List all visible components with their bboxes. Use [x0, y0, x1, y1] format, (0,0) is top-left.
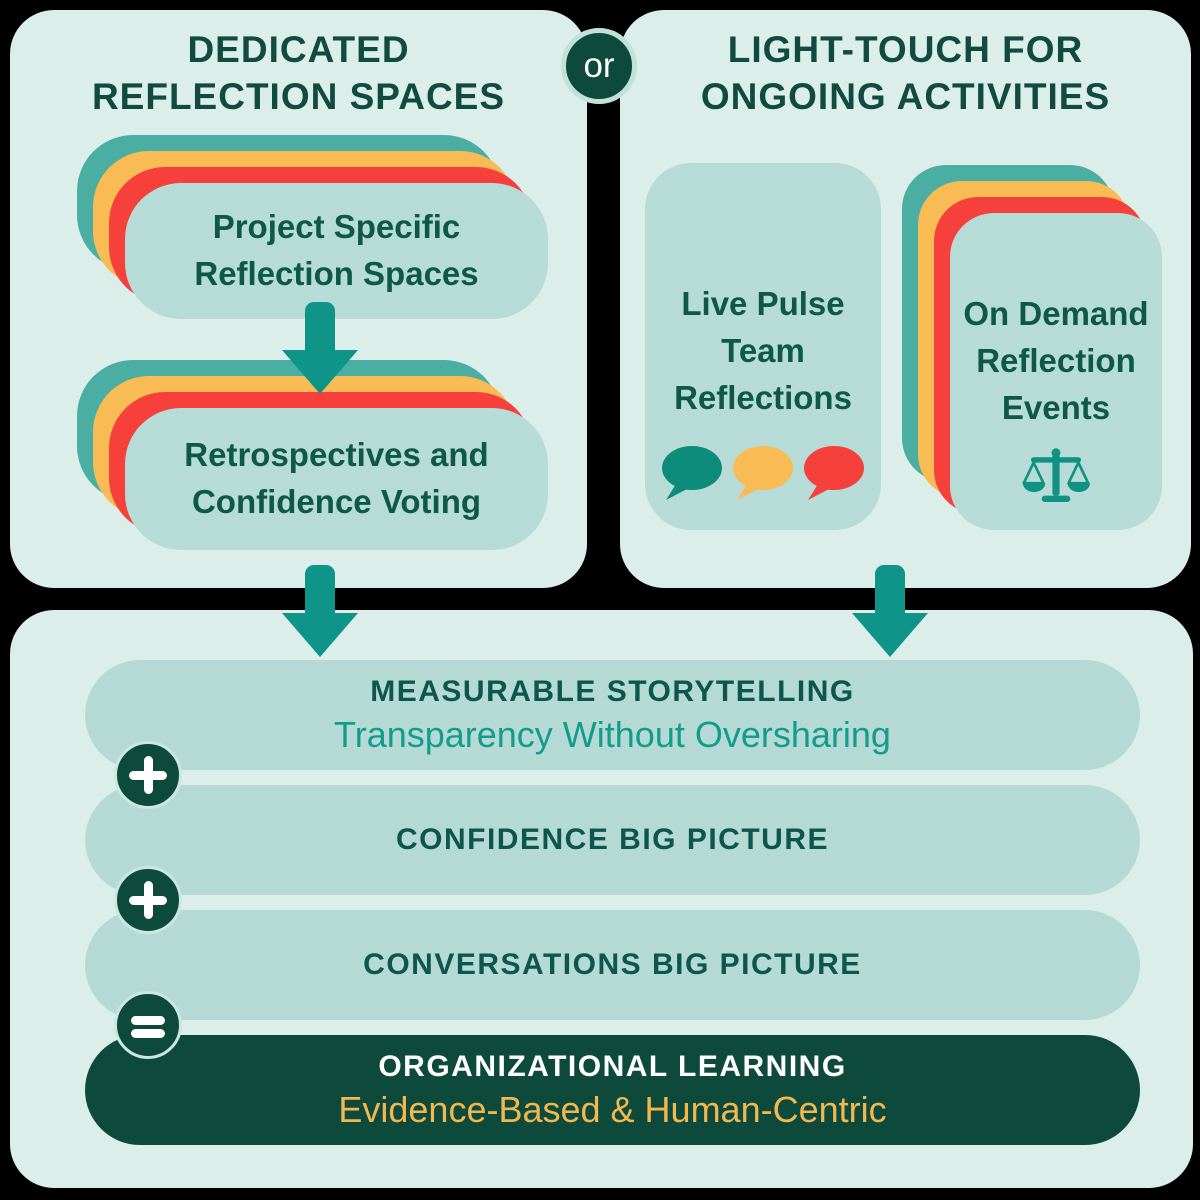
project-specific-reflection-spaces-card: Project Specific Reflection Spaces — [125, 183, 548, 319]
balance-scale-icon — [1022, 446, 1090, 511]
down-arrow-icon — [282, 565, 358, 657]
right-panel-title: LIGHT-TOUCH FOR ONGOING ACTIVITIES — [700, 29, 1111, 118]
plus-icon — [114, 741, 182, 809]
bar-heading: CONVERSATIONS BIG PICTURE — [363, 948, 862, 981]
down-arrow-icon — [852, 565, 928, 657]
speech-bubble-yellow-icon — [733, 445, 793, 500]
arrow-shaft — [305, 302, 335, 350]
confidence-big-picture-bar: CONFIDENCE BIG PICTURE — [85, 785, 1140, 895]
speech-bubble-row — [660, 444, 866, 501]
card-label: Live Pulse Team Reflections — [674, 285, 852, 416]
light-touch-ongoing-activities-panel: LIGHT-TOUCH FOR ONGOING ACTIVITIES Live … — [620, 10, 1191, 588]
arrow-shaft — [875, 565, 905, 613]
outcomes-panel: MEASURABLE STORYTELLING Transparency Wit… — [10, 610, 1193, 1188]
dedicated-reflection-spaces-panel: DEDICATED REFLECTION SPACES Project Spec… — [10, 10, 587, 588]
or-label: or — [583, 46, 615, 85]
card-label: Retrospectives and Confidence Voting — [184, 436, 489, 520]
arrow-head — [282, 613, 358, 657]
bar-heading: ORGANIZATIONAL LEARNING — [378, 1049, 847, 1083]
plus-icon — [114, 866, 182, 934]
arrow-shaft — [305, 565, 335, 613]
card-label: Project Specific Reflection Spaces — [194, 208, 479, 292]
bar-heading: MEASURABLE STORYTELLING — [370, 674, 855, 708]
arrow-head — [852, 613, 928, 657]
arrow-head — [282, 350, 358, 394]
retrospectives-confidence-voting-card: Retrospectives and Confidence Voting — [125, 408, 548, 550]
or-badge: or — [561, 28, 637, 104]
bar-subheading: Transparency Without Oversharing — [334, 713, 891, 755]
equals-icon — [114, 991, 182, 1059]
speech-bubble-teal-icon — [662, 445, 722, 500]
speech-bubble-red-icon — [804, 445, 864, 500]
on-demand-reflection-events-card: On Demand Reflection Events — [950, 213, 1162, 530]
bar-subheading: Evidence-Based & Human-Centric — [338, 1088, 887, 1130]
live-pulse-team-reflections-card: Live Pulse Team Reflections — [645, 163, 881, 530]
organizational-learning-bar: ORGANIZATIONAL LEARNING Evidence-Based &… — [85, 1035, 1140, 1145]
measurable-storytelling-bar: MEASURABLE STORYTELLING Transparency Wit… — [85, 660, 1140, 770]
bar-heading: CONFIDENCE BIG PICTURE — [395, 823, 830, 856]
down-arrow-icon — [282, 302, 358, 394]
left-panel-title: DEDICATED REFLECTION SPACES — [91, 29, 506, 118]
conversations-big-picture-bar: CONVERSATIONS BIG PICTURE — [85, 910, 1140, 1020]
card-label: On Demand Reflection Events — [963, 295, 1149, 426]
